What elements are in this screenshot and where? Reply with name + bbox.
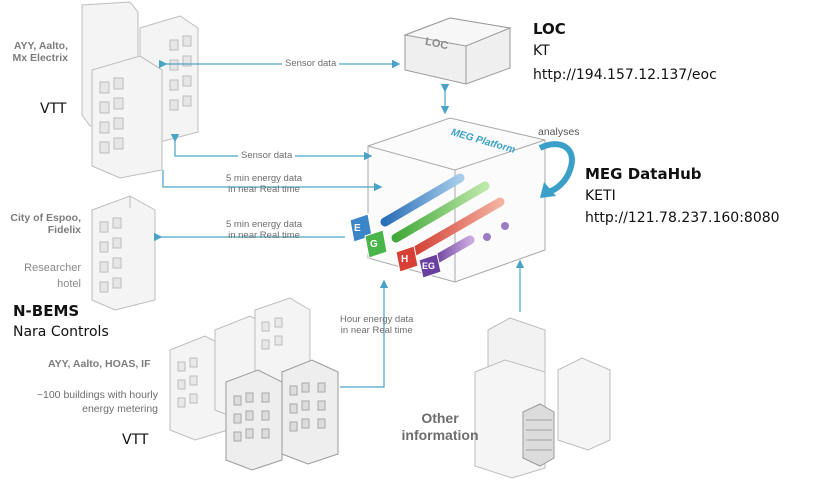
flow-energy-mid-line1: 5 min energy data [226, 219, 303, 230]
other-information-line1: Other [421, 410, 459, 426]
flow-arrows [154, 59, 525, 388]
keti-label: KETI [585, 188, 616, 204]
building-cluster-top-left [81, 1, 199, 179]
megdatahub-url: http://121.78.237.160:8080 [585, 210, 780, 226]
loc-url: http://194.157.12.137/eoc [533, 67, 717, 83]
middle-left-org: City of Espoo, Fidelix [5, 212, 81, 236]
analyses-label: analyses [538, 126, 580, 138]
bottom-left-org: AYY, Aalto, HOAS, IF [48, 358, 151, 370]
flow-energy-top-line2: in near Real time [228, 184, 300, 195]
card-h: H [401, 254, 409, 265]
loc-org: KT [533, 43, 550, 59]
middle-left-org-line2: Fidelix [47, 224, 81, 236]
top-left-org: AYY, Aalto, Mx Electrix [8, 40, 68, 64]
flow-hourly-line1: Hour energy data [340, 314, 414, 325]
researcher-hotel-line2: hotel [57, 278, 81, 290]
bottom-left-note: ~100 buildings with hourly energy meteri… [10, 388, 158, 416]
card-g: G [370, 239, 378, 250]
bottom-left-note-line2: energy metering [82, 403, 158, 415]
flow-energy-mid: 5 min energy data in near Real time [226, 219, 302, 241]
building-cluster-bottom [169, 297, 339, 471]
researcher-hotel-line1: Researcher [24, 262, 81, 274]
loc-title: LOC [533, 20, 566, 38]
card-eg: EG [422, 261, 436, 271]
nbems-title: N-BEMS [13, 302, 80, 320]
loc-box [403, 17, 512, 85]
middle-left-org-line1: City of Espoo, [10, 212, 81, 224]
card-e: E [354, 223, 361, 234]
analyses-arrow [538, 141, 575, 195]
flow-sensor-mid: Sensor data [238, 150, 296, 161]
other-information-label: Other information [385, 410, 495, 444]
server-cluster [474, 317, 611, 479]
bottom-left-note-line1: ~100 buildings with hourly [36, 389, 158, 401]
megdatahub-title: MEG DataHub [585, 165, 702, 183]
flow-energy-mid-line2: in near Real time [228, 230, 300, 241]
flow-energy-top-line1: 5 min energy data [226, 173, 303, 184]
bottom-left-provider: VTT [122, 432, 149, 448]
building-researcher-hotel [91, 195, 156, 311]
researcher-hotel-label: Researcher hotel [5, 260, 81, 292]
flow-hourly-line2: in near Real time [340, 325, 413, 336]
data-rails [380, 173, 505, 269]
other-information-line2: information [401, 427, 479, 443]
data-cards [349, 213, 442, 279]
flow-hourly: Hour energy data in near Real time [340, 314, 413, 336]
top-left-provider: VTT [40, 101, 67, 117]
flow-energy-top: 5 min energy data in near Real time [226, 173, 302, 195]
top-left-org-line2: Mx Electrix [12, 52, 68, 64]
top-left-org-line1: AYY, Aalto, [13, 40, 68, 52]
flow-sensor-top: Sensor data [282, 58, 340, 69]
nara-controls-label: Nara Controls [13, 324, 109, 340]
